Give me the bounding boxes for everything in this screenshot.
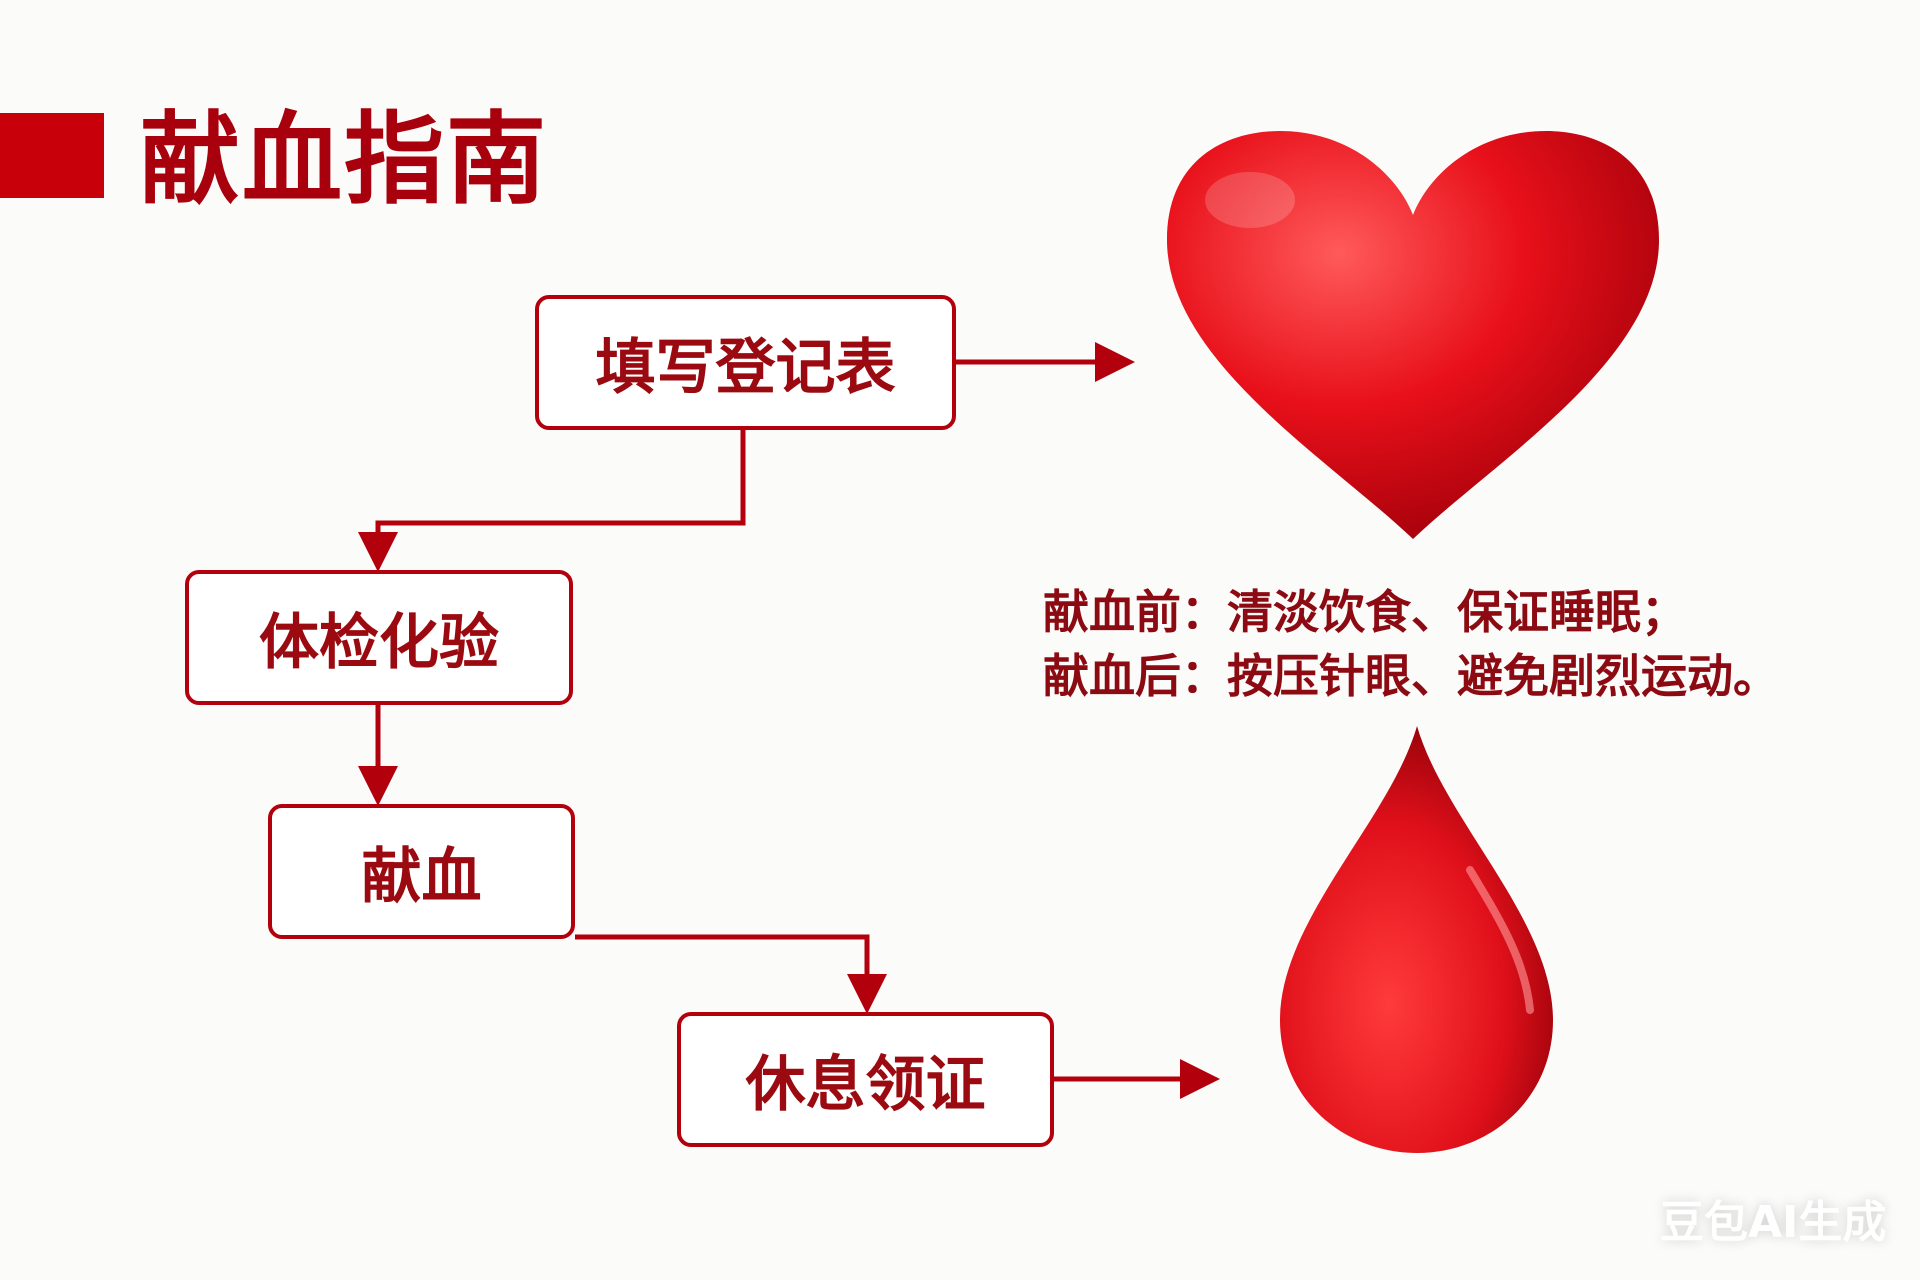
- title-accent-block: [0, 113, 104, 198]
- step-rest-certificate: 休息领证: [677, 1012, 1054, 1147]
- tip-before: 献血前：清淡饮食、保证睡眠；: [1043, 585, 1687, 639]
- step-donate: 献血: [268, 804, 575, 939]
- page-title: 献血指南: [140, 101, 548, 218]
- connector-3-4: [575, 934, 887, 1014]
- heart-icon: [1167, 131, 1659, 539]
- tip-after: 献血后：按压针眼、避免剧烈运动。: [1043, 649, 1779, 703]
- connector-1-2: [358, 430, 746, 572]
- watermark: 豆包AI生成: [1660, 1197, 1887, 1248]
- blood-drop-icon: [1280, 726, 1553, 1153]
- step-health-check: 体检化验: [185, 570, 573, 705]
- step-fill-form: 填写登记表: [535, 295, 956, 430]
- donation-tips: 献血前：清淡饮食、保证睡眠； 献血后：按压针眼、避免剧烈运动。: [1043, 580, 1779, 708]
